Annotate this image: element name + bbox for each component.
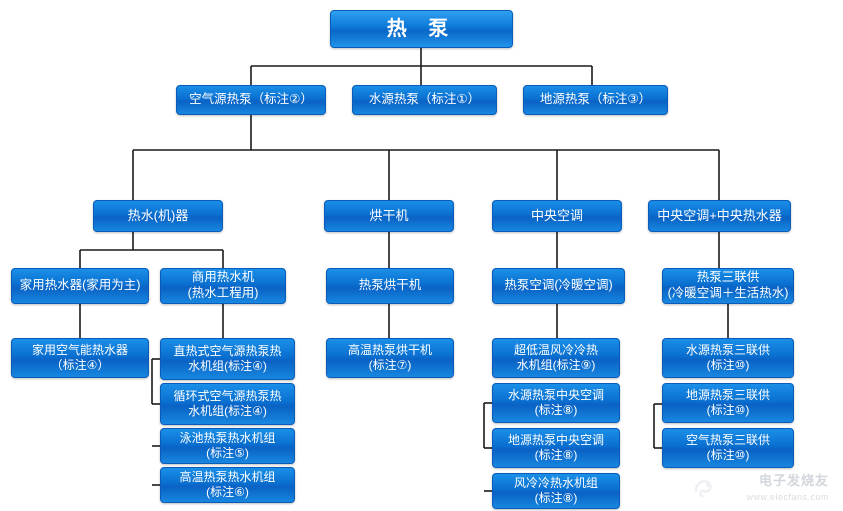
node-l5e1[interactable]: 水源热泵三联供 (标注⑩) [662,338,794,378]
node-l3a[interactable]: 热水(机)器 [93,200,223,232]
node-l2b[interactable]: 水源热泵（标注①） [352,85,497,115]
logo-icon [694,479,712,498]
node-root[interactable]: 热 泵 [330,10,513,48]
node-l5d1[interactable]: 超低温风冷冷热 水机组(标注⑨) [492,338,620,378]
node-l3c[interactable]: 中央空调 [492,200,622,232]
watermark: 电子发烧友 www.elecfans.com [687,463,837,507]
node-l4b[interactable]: 商用热水机 (热水工程用) [160,268,286,304]
node-l2a[interactable]: 空气源热泵（标注②） [176,85,326,115]
node-l3b[interactable]: 烘干机 [324,200,454,232]
node-l4c[interactable]: 热泵烘干机 [326,268,454,304]
node-l5d4[interactable]: 风冷冷热水机组 (标注⑧) [492,473,620,509]
node-l5b1[interactable]: 直热式空气源热泵热 水机组(标注④) [160,338,295,380]
node-l4e[interactable]: 热泵三联供 (冷暖空调＋生活热水) [662,268,794,304]
node-l5b4[interactable]: 高温热泵热水机组 (标注⑥) [160,467,295,503]
node-l4a[interactable]: 家用热水器(家用为主) [11,268,149,304]
node-l2c[interactable]: 地源热泵（标注③） [523,85,668,115]
node-l3d[interactable]: 中央空调+中央热水器 [648,200,791,232]
watermark-text: 电子发烧友 [758,473,829,488]
node-l5c1[interactable]: 高温热泵烘干机 (标注⑦) [326,338,454,378]
node-l5e2[interactable]: 地源热泵三联供 (标注⑩) [662,383,794,423]
node-l4d[interactable]: 热泵空调(冷暖空调) [492,268,625,304]
node-l5b2[interactable]: 循环式空气源热泵热 水机组(标注④) [160,383,295,425]
node-l5a1[interactable]: 家用空气能热水器 （标注④） [11,338,149,378]
node-l5d3[interactable]: 地源热泵中央空调 (标注⑧) [492,428,620,468]
node-l5e3[interactable]: 空气热泵三联供 (标注⑩) [662,428,794,468]
node-l5b3[interactable]: 泳池热泵热水机组 (标注⑤) [160,428,295,464]
node-l5d2[interactable]: 水源热泵中央空调 (标注⑧) [492,383,620,423]
watermark-subtext: www.elecfans.com [746,492,829,502]
